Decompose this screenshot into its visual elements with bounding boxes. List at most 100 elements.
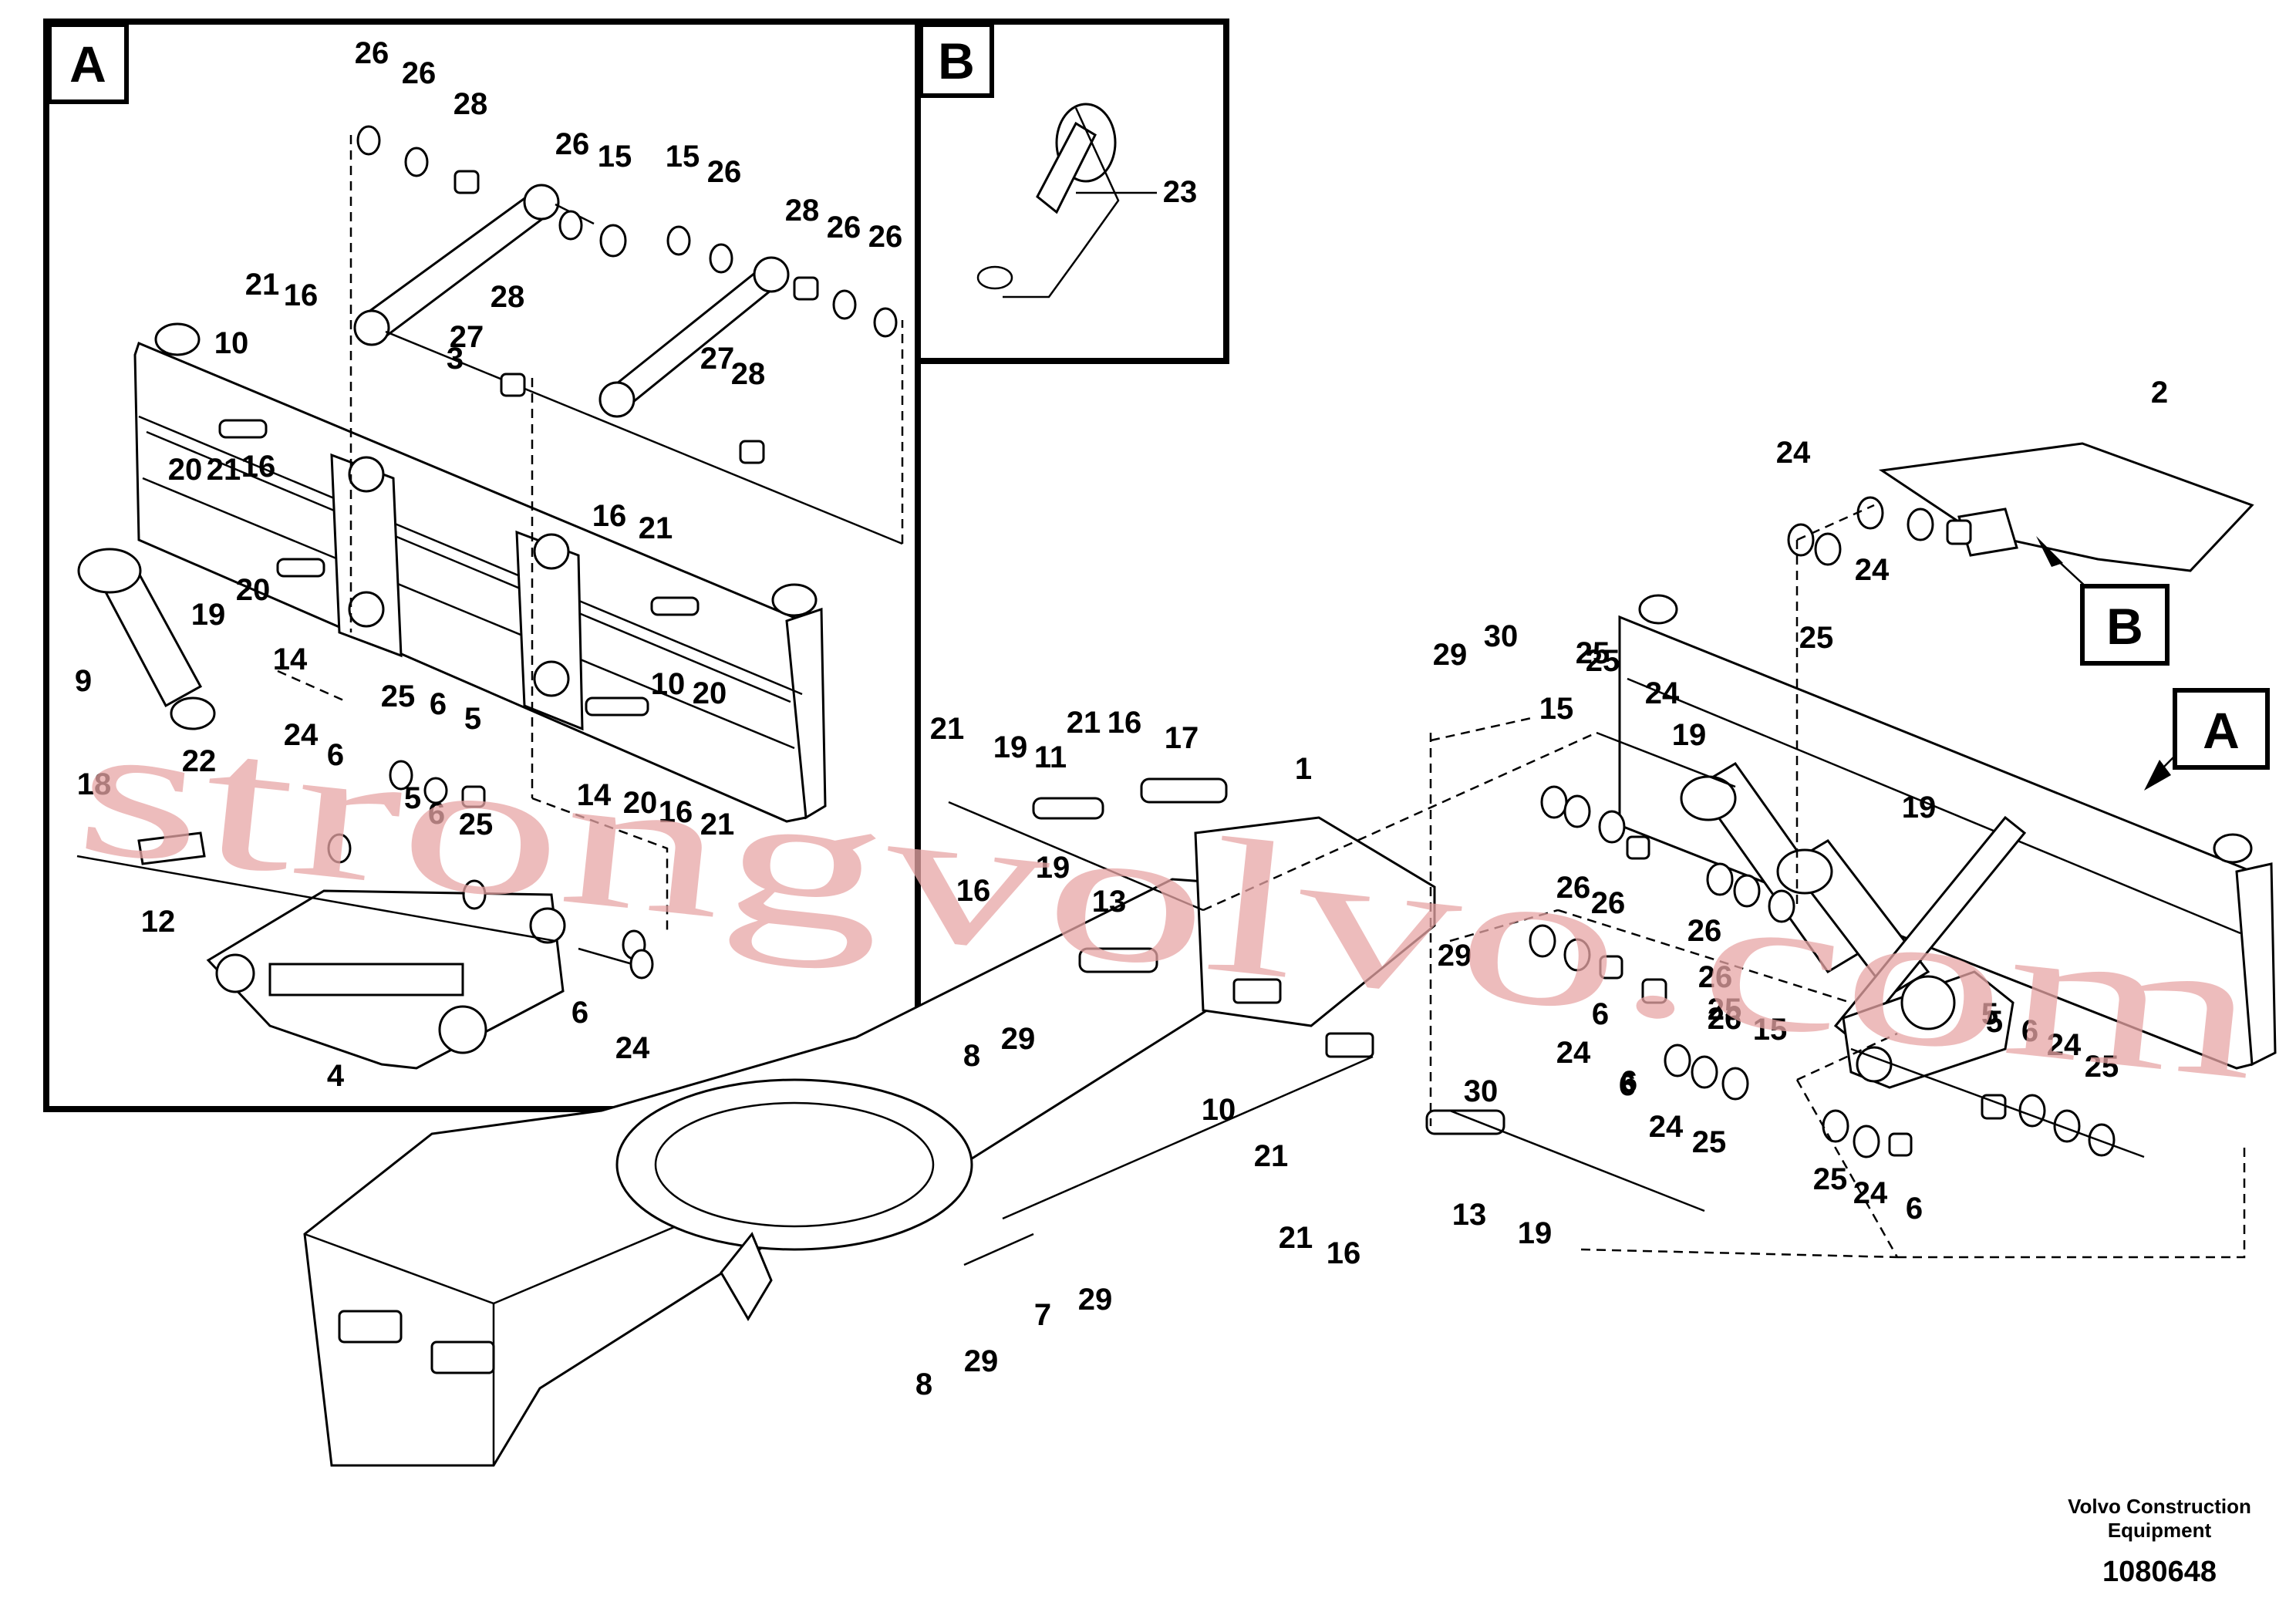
part-label: 25	[381, 679, 416, 713]
part-label: 16	[1108, 706, 1142, 740]
part-label: 8	[915, 1367, 932, 1401]
company-line-1: Volvo Construction	[2068, 1495, 2251, 1518]
part-label: 20	[168, 453, 203, 487]
part-label: 15	[1539, 692, 1574, 726]
part-label: 24	[284, 718, 319, 752]
part-label: 16	[284, 278, 319, 312]
part-label: 21	[930, 712, 965, 746]
part-label: 6	[1906, 1192, 1923, 1226]
part-label: 16	[659, 795, 693, 829]
part-label: 6	[327, 738, 344, 772]
part-label: 13	[1452, 1198, 1487, 1232]
part-label: 17	[1165, 721, 1199, 755]
drawing-number: 1080648	[2102, 1556, 2217, 1588]
part-label: 1	[1295, 752, 1312, 786]
part-label: 24	[1645, 676, 1680, 710]
part-label: 21	[1279, 1221, 1313, 1255]
part-label: 7	[1034, 1298, 1051, 1332]
part-label: 26	[868, 220, 903, 254]
part-label: 29	[964, 1344, 999, 1378]
part-label: 6	[1592, 997, 1609, 1031]
panel-b-letter: B	[938, 32, 975, 89]
part-label: 21	[1254, 1139, 1289, 1173]
part-label: 21	[1067, 706, 1101, 740]
part-label: 26	[827, 211, 861, 244]
part-label: 24	[1855, 553, 1890, 587]
part-label: 24	[615, 1031, 650, 1065]
pins-a	[218, 419, 700, 980]
part-label: 12	[141, 905, 176, 939]
part-label: 10	[1202, 1093, 1236, 1127]
part-label: 28	[731, 357, 766, 391]
part-label: 6	[2021, 1014, 2038, 1048]
part-label: 25	[1692, 1125, 1727, 1159]
part-label: 25	[1799, 621, 1834, 655]
part-label: 19	[191, 598, 226, 632]
part-label: 29	[1001, 1022, 1036, 1056]
part-label: 30	[1484, 619, 1519, 653]
part-label: 9	[75, 664, 92, 698]
panel-b-labels: 23	[1076, 175, 1197, 209]
part-label: 26	[355, 36, 389, 70]
part-label: 29	[1433, 638, 1468, 672]
part-label: 26	[555, 127, 590, 161]
part-label: 24	[1776, 436, 1811, 470]
cylinder-9-a	[77, 548, 216, 730]
part-label: 2	[2151, 376, 2168, 410]
part-label: 19	[1036, 851, 1070, 885]
lynch-pin-illustration	[976, 103, 1120, 298]
part-label: 6	[1620, 1065, 1637, 1099]
part-label: 10	[214, 326, 249, 360]
part-label: 25	[2085, 1050, 2119, 1084]
washers-a	[356, 125, 898, 464]
part-label: 26	[1698, 960, 1733, 994]
callout-a-letter: A	[2203, 702, 2240, 759]
part-label: 26	[1591, 886, 1626, 920]
part-label: 24	[1853, 1176, 1888, 1210]
part-label: 6	[571, 996, 588, 1030]
part-label: 23	[1163, 175, 1198, 209]
part-label: 19	[1902, 791, 1937, 824]
part-label: 16	[956, 874, 991, 908]
part-label: 28	[785, 194, 820, 228]
panel-a: A	[43, 19, 921, 1112]
part-label: 22	[182, 744, 217, 778]
part-label: 21	[245, 268, 280, 302]
part-label: 20	[236, 573, 271, 607]
link-arms-a	[353, 184, 903, 545]
part-label: 24	[1649, 1110, 1684, 1144]
part-label: 21	[639, 511, 673, 545]
part-label: 28	[491, 280, 525, 314]
mount-4-a	[76, 831, 633, 1070]
footer: Volvo Construction Equipment 1080648	[2068, 1495, 2251, 1588]
part-label: 25	[1586, 644, 1620, 678]
part-label: 5	[404, 781, 421, 815]
part-label: 16	[1327, 1236, 1361, 1270]
part-label: 21	[700, 808, 735, 841]
part-label: 10	[651, 667, 686, 701]
part-label: 29	[1078, 1283, 1113, 1317]
part-label: 20	[693, 676, 727, 710]
part-label: 24	[2047, 1028, 2082, 1062]
part-label: 5	[464, 702, 481, 736]
part-label: 16	[241, 450, 276, 484]
panel-a-letter: A	[69, 35, 106, 93]
callout-b-letter: B	[2106, 598, 2143, 655]
part-label: 29	[1438, 939, 1472, 973]
part-label: 15	[1753, 1013, 1788, 1047]
part-label: 25	[1813, 1162, 1848, 1196]
panel-b: B	[915, 19, 1229, 364]
part-label: 26	[707, 155, 742, 189]
part-label: 25	[1576, 636, 1610, 670]
part-label: 3	[447, 342, 464, 376]
part-label: 15	[666, 140, 700, 174]
company-line-2: Equipment	[2108, 1519, 2212, 1542]
part-label: 20	[623, 786, 658, 820]
part-label: 18	[77, 767, 112, 801]
part-label: 24	[1556, 1036, 1591, 1070]
part-label: 5	[1986, 1005, 2003, 1039]
main-illustration	[303, 442, 2277, 1467]
part-label: 15	[598, 140, 632, 174]
